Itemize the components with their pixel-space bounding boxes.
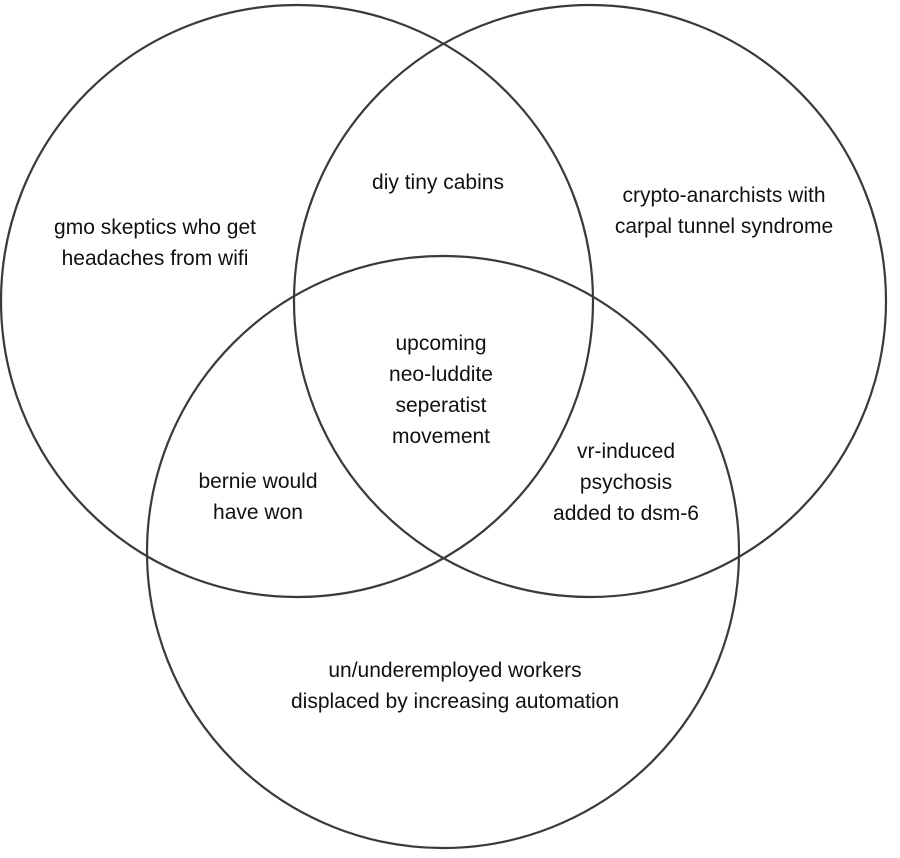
label-line: movement xyxy=(391,425,491,448)
label-left-bottom-overlap: bernie would have won xyxy=(198,466,317,528)
label-line: gmo skeptics who get xyxy=(54,216,256,239)
label-line: bernie would xyxy=(198,470,318,493)
label-line: seperatist xyxy=(395,394,487,417)
label-line: have won xyxy=(213,501,303,524)
circle-top-right xyxy=(292,3,888,599)
label-line: carpal tunnel syndrome xyxy=(614,215,834,238)
label-line: crypto-anarchists with xyxy=(622,184,826,207)
label-line: headaches from wifi xyxy=(61,247,249,270)
label-center: upcoming neo-luddite seperatist movement xyxy=(389,328,493,452)
label-bottom-only: un/underemployed workers displaced by in… xyxy=(291,655,619,717)
label-top-right-only: crypto-anarchists with carpal tunnel syn… xyxy=(615,180,833,242)
label-line: upcoming xyxy=(395,332,487,355)
label-line: psychosis xyxy=(579,471,673,494)
label-line: vr-induced xyxy=(576,440,676,463)
label-line: diy tiny cabins xyxy=(372,171,504,194)
label-line: un/underemployed workers xyxy=(328,659,582,682)
label-top-left-only: gmo skeptics who get headaches from wifi xyxy=(54,212,256,274)
label-top-overlap: diy tiny cabins xyxy=(372,167,504,198)
label-line: added to dsm-6 xyxy=(553,502,699,525)
circle-top-left xyxy=(0,3,595,599)
label-right-bottom-overlap: vr-induced psychosis added to dsm-6 xyxy=(553,436,699,529)
circle-bottom xyxy=(145,254,741,850)
label-line: neo-luddite xyxy=(389,363,493,386)
label-line: displaced by increasing automation xyxy=(290,690,620,713)
